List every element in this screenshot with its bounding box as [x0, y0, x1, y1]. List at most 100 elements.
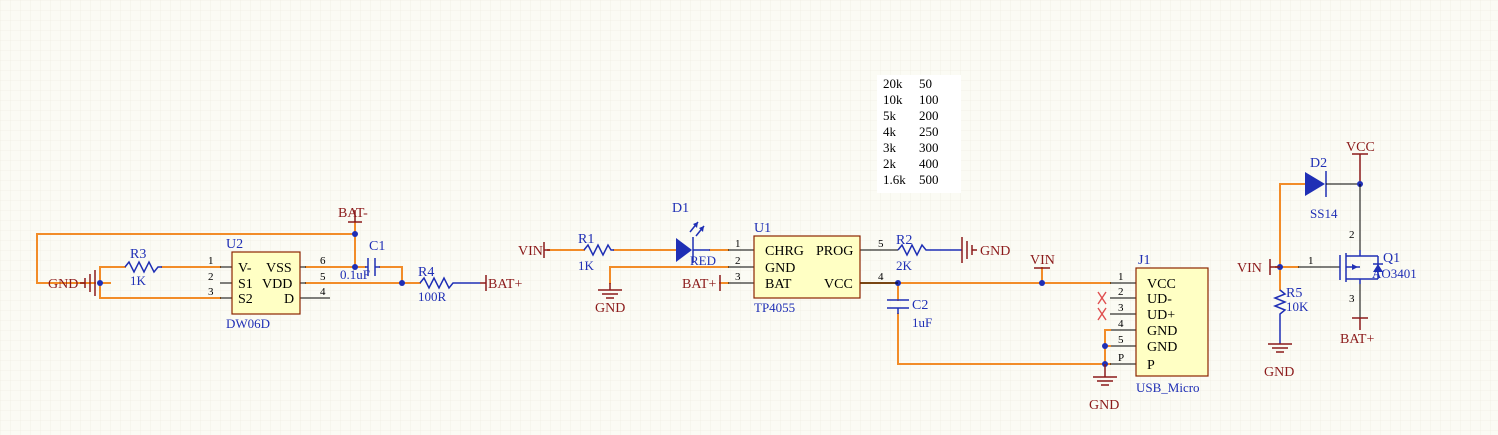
gnd-symbol-left: GND	[48, 270, 96, 296]
table-row-6-res: 1.6k	[883, 172, 906, 187]
u2-pin1-name: V-	[238, 261, 252, 276]
table-row-0-res: 20k	[883, 76, 903, 91]
table-row-5-cur: 400	[919, 156, 939, 171]
resistor-r1[interactable]: R1 1K	[578, 232, 614, 273]
c2-value: 1uF	[912, 315, 932, 330]
u2-pin5-num: 5	[320, 271, 326, 283]
j1-pin5-num: 5	[1118, 334, 1124, 346]
table-row-5-res: 2k	[883, 156, 897, 171]
net-vin-1: VIN	[518, 244, 543, 259]
charger-circuit: VIN R1 1K GND D1 RED	[518, 201, 1111, 365]
resistor-r5[interactable]: R5 10K	[1272, 286, 1309, 344]
u2-pin3-num: 3	[208, 286, 214, 298]
resistor-r4[interactable]: R4 100R	[418, 265, 480, 304]
table-row-0-cur: 50	[919, 76, 932, 91]
u1-pin4-num: 4	[878, 271, 884, 283]
j1-pinP-num: P	[1118, 352, 1124, 364]
u2-pin2-num: 2	[208, 271, 214, 283]
j1-pin2-name: UD-	[1147, 292, 1172, 307]
vin-port-1: VIN	[518, 242, 550, 259]
u2-pin6-num: 6	[320, 255, 326, 267]
table-row-1-res: 10k	[883, 92, 903, 107]
d1-designator: D1	[672, 201, 689, 216]
net-gnd-r2: GND	[980, 244, 1010, 259]
u1-designator: U1	[754, 221, 771, 236]
u2-designator: U2	[226, 237, 243, 252]
net-bat-plus-3: BAT+	[1340, 332, 1374, 347]
table-row-3-cur: 250	[919, 124, 939, 139]
r5-designator: R5	[1286, 286, 1302, 301]
led-d1[interactable]: D1 RED	[672, 201, 716, 268]
j1-pin1-num: 1	[1118, 271, 1124, 283]
net-vin-2: VIN	[1030, 253, 1055, 268]
bat-plus-port-3: BAT+	[1340, 317, 1374, 347]
q1-designator: Q1	[1383, 251, 1400, 266]
j1-designator: J1	[1138, 253, 1150, 268]
r4-value: 100R	[418, 289, 447, 304]
u1-pin2-name: GND	[765, 261, 795, 276]
capacitor-c2[interactable]: C2 1uF	[887, 298, 932, 330]
j1-pin2-num: 2	[1118, 286, 1124, 298]
gnd-symbol-usb: GND	[1089, 364, 1119, 413]
u2-pin4-name: D	[284, 292, 294, 307]
vin-port-2: VIN	[1030, 253, 1055, 269]
net-bat-plus-2: BAT+	[682, 277, 716, 292]
q1-pin2-num: 2	[1349, 229, 1355, 241]
resistor-r2[interactable]: R2 2K	[896, 233, 962, 273]
table-row-4-res: 3k	[883, 140, 897, 155]
u2-pin3-name: S2	[238, 292, 253, 307]
mosfet-q1[interactable]: 1 2 3 Q1 AO3401	[1298, 184, 1417, 318]
j1-pinP-name: P	[1147, 358, 1155, 373]
u1-pin1-num: 1	[735, 238, 741, 250]
d2-value: SS14	[1310, 206, 1338, 221]
j1-pin3-num: 3	[1118, 302, 1124, 314]
net-bat-minus: BAT-	[338, 206, 368, 221]
q1-pin1-num: 1	[1308, 255, 1314, 267]
net-vin-3: VIN	[1237, 261, 1262, 276]
c2-designator: C2	[912, 298, 928, 313]
u2-pin6-name: VSS	[266, 261, 292, 276]
r1-value: 1K	[578, 258, 595, 273]
table-row-2-cur: 200	[919, 108, 939, 123]
j1-pin3-name: UD+	[1147, 308, 1175, 323]
j1-pin5-name: GND	[1147, 340, 1177, 355]
u2-pin5-name: VDD	[262, 277, 292, 292]
gnd-symbol-charger: GND	[595, 283, 625, 316]
r3-value: 1K	[130, 273, 147, 288]
bat-minus-port: BAT-	[338, 206, 368, 223]
protection-circuit: GND R3 1K U2 DW06D 1 2 3 V- S1 S2 6 5	[36, 206, 522, 331]
r4-designator: R4	[418, 265, 434, 280]
diode-d2[interactable]: D2 SS14	[1305, 156, 1360, 221]
capacitor-c1[interactable]: C1 0.1uF	[340, 239, 385, 282]
u1-pin2-num: 2	[735, 255, 741, 267]
j1-pin4-name: GND	[1147, 324, 1177, 339]
net-gnd-left: GND	[48, 277, 78, 292]
net-gnd-r5: GND	[1264, 365, 1294, 380]
u1-pin4-name: VCC	[824, 277, 853, 292]
ic-u2[interactable]: U2 DW06D 1 2 3 V- S1 S2 6 5 4 VSS VDD D	[208, 237, 330, 331]
r5-value: 10K	[1286, 299, 1309, 314]
table-row-1-cur: 100	[919, 92, 939, 107]
resistor-r3[interactable]: R3 1K	[124, 247, 162, 288]
table-row-3-res: 4k	[883, 124, 897, 139]
ic-u1[interactable]: U1 TP4055 1 2 3 CHRG GND BAT 5 4 PROG VC…	[728, 221, 898, 315]
u2-value: DW06D	[226, 316, 270, 331]
usb-connector-j1[interactable]: J1 USB_Micro 1 2 3 4 5 P VCC UD- UD+ GND…	[1097, 253, 1209, 395]
bat-plus-port-2: BAT+	[682, 275, 721, 292]
table-row-6-cur: 500	[919, 172, 939, 187]
u1-pin5-num: 5	[878, 238, 884, 250]
d2-designator: D2	[1310, 156, 1327, 171]
c1-value: 0.1uF	[340, 267, 370, 282]
u1-pin3-num: 3	[735, 271, 741, 283]
d1-value: RED	[690, 253, 716, 268]
gnd-symbol-r2: GND	[961, 237, 1010, 263]
load-switch-circuit: VIN D2 SS14 VCC	[1237, 140, 1417, 380]
table-row-2-res: 5k	[883, 108, 897, 123]
net-gnd-charger: GND	[595, 301, 625, 316]
u1-pin1-name: CHRG	[765, 244, 804, 259]
net-gnd-usb: GND	[1089, 398, 1119, 413]
bat-plus-port-1: BAT+	[480, 275, 522, 292]
u1-value: TP4055	[754, 300, 795, 315]
u1-pin5-name: PROG	[816, 244, 853, 259]
